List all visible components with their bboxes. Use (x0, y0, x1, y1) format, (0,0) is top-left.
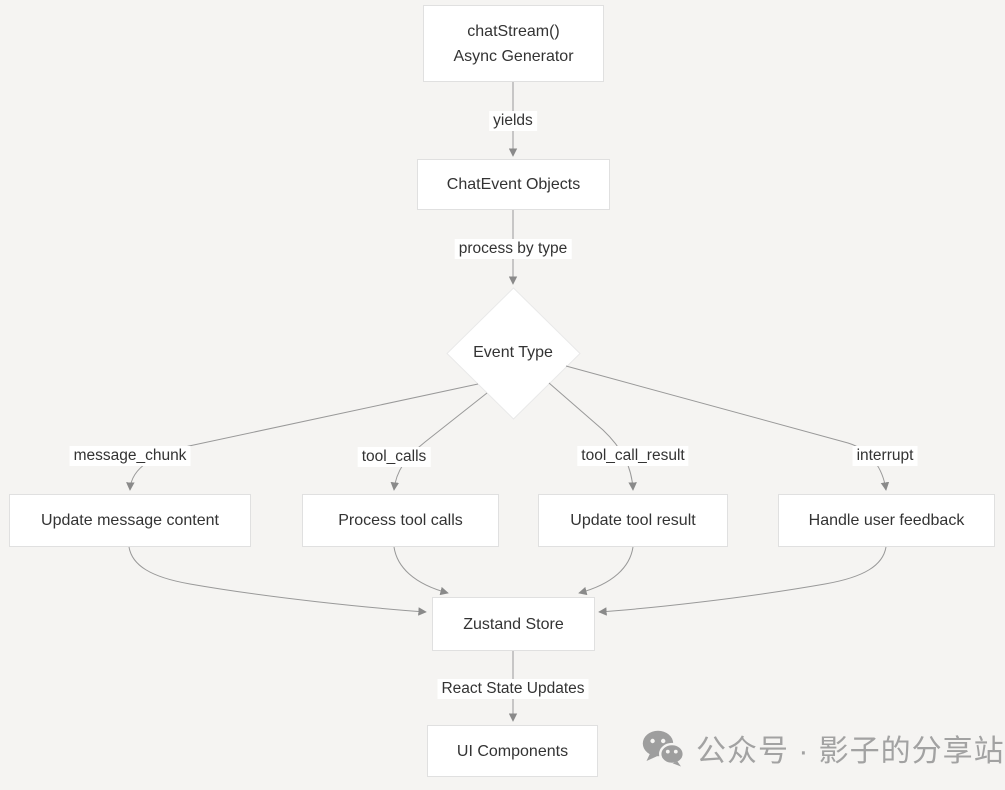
edge-message-chunk (126, 383, 479, 491)
edge-label-process-by-type: process by type (454, 239, 572, 259)
watermark-text: 公众号 · 影子的分享站 (696, 735, 1005, 768)
node-chatevent-objects: ChatEvent Objects (417, 159, 610, 210)
edge-label-yields: yields (489, 111, 537, 131)
edge-update-message-to-store (128, 546, 427, 616)
watermark: 公众号 · 影子的分享站 (642, 726, 1005, 770)
node-chatstream-async-generator: chatStream() Async Generator (423, 5, 604, 82)
edge-label-message-chunk: message_chunk (69, 446, 191, 466)
edge-interrupt (565, 365, 890, 491)
wechat-icon (642, 730, 684, 766)
edge-update-tool-to-store (578, 546, 634, 596)
edge-label-interrupt: interrupt (852, 446, 918, 466)
node-update-message-content: Update message content (9, 494, 251, 547)
node-event-type-label: Event Type (473, 344, 553, 361)
node-ui-components: UI Components (427, 725, 598, 777)
node-zustand-store: Zustand Store (432, 597, 595, 651)
edge-label-tool-calls: tool_calls (357, 447, 431, 467)
edge-feedback-to-store (598, 546, 887, 616)
node-event-type-diamond (446, 287, 581, 420)
edge-label-react-state-updates: React State Updates (437, 679, 589, 699)
node-process-tool-calls: Process tool calls (302, 494, 499, 547)
edge-label-tool-call-result: tool_call_result (577, 446, 689, 466)
edge-process-tool-to-store (393, 546, 449, 596)
edge-tool-calls (390, 392, 488, 491)
node-handle-user-feedback: Handle user feedback (778, 494, 995, 547)
edge-tool-call-result (548, 382, 637, 491)
node-update-tool-result: Update tool result (538, 494, 728, 547)
